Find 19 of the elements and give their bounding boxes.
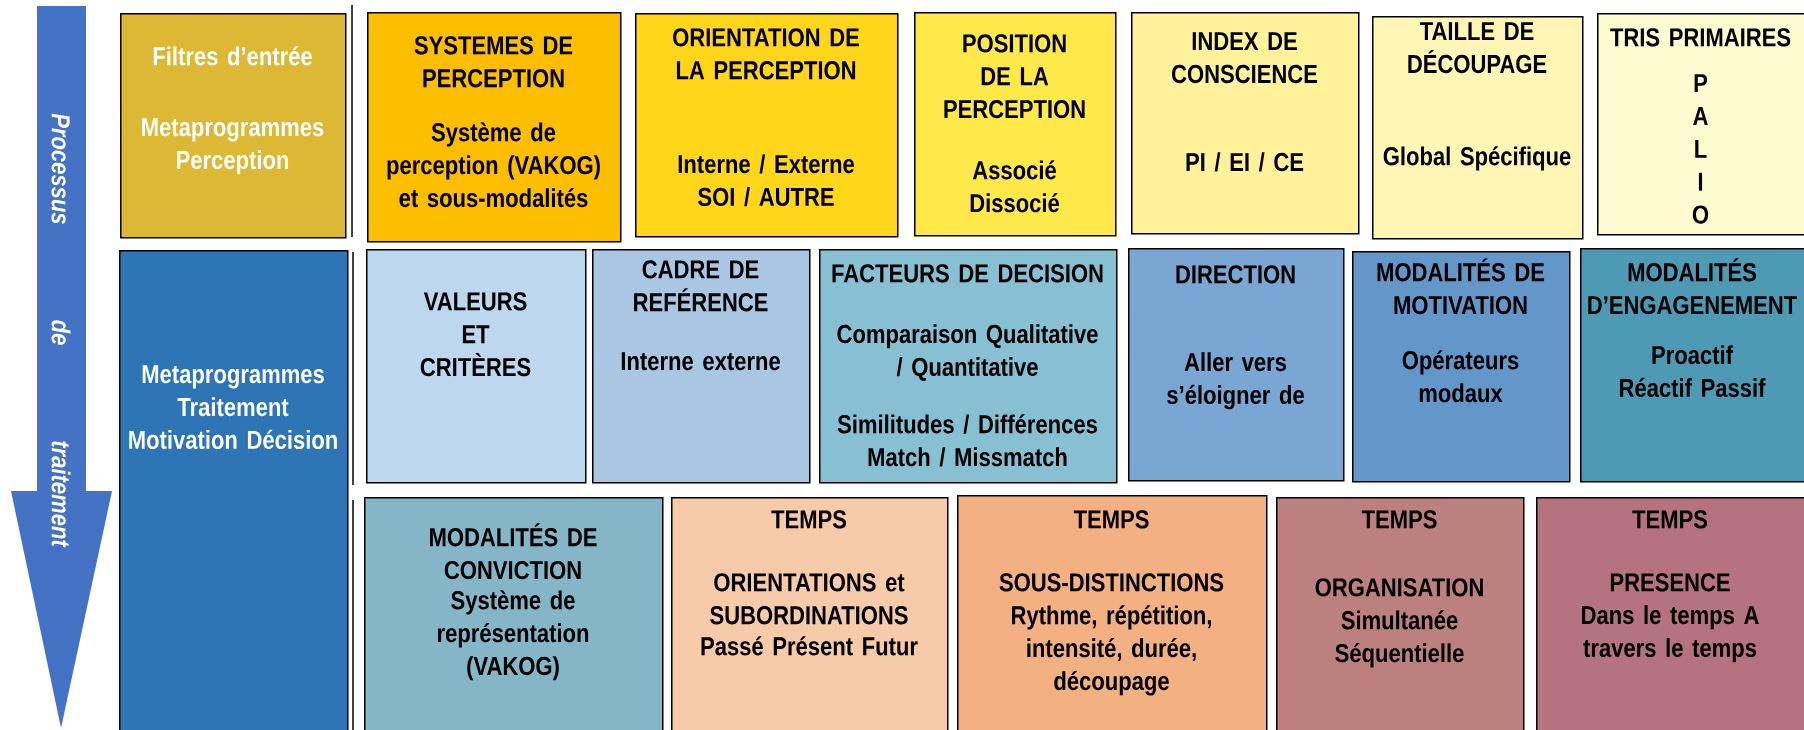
category-box: SYSTEMES DE PERCEPTION Système de perception (VAKOG) et sous-modalités [367,12,622,243]
category-box: Metaprogrammes Traitement Motivation Décision [119,250,349,730]
category-box: MODALITÉS DE MOTIVATION Opérateurs modaux [1352,251,1571,483]
category-box: MODALITÉS D’ENGAGENEMENT Proactif Réactif Passif [1580,248,1804,483]
category-box: TEMPS ORIENTATIONS et SUBORDINATIONS Passé Présent Futur [671,497,949,730]
category-box: CADRE DE REFÉRENCE Interne externe [592,249,811,484]
category-box: MODALITÉS DE CONVICTION Système de représentation (VAKOG) [364,497,664,730]
category-box: TEMPS PRESENCE Dans le temps A travers le temps [1536,497,1804,730]
category-box: VALEURS ET CRITÈRES [366,249,587,484]
category-box: ORIENTATION DE LA PERCEPTION Interne / Externe SOI / AUTRE [635,13,899,238]
category-box: POSITION DE LA PERCEPTION Associé Dissocié [914,12,1117,237]
category-box: Filtres d’entrée Metaprogrammes Perception [120,13,347,239]
category-box: TAILLE DE DÉCOUPAGE Global Spécifique [1372,16,1584,240]
category-box: TEMPS ORGANISATION Simultanée Séquentielle [1276,497,1525,730]
category-box: INDEX DE CONSCIENCE PI / EI / CE [1131,12,1360,235]
category-box: DIRECTION Aller vers s’éloigner de [1128,248,1345,482]
category-box: TEMPS SOUS-DISTINCTIONS Rythme, répétition, intensité, durée, découpage [957,495,1268,730]
category-box: FACTEURS DE DECISION Comparaison Qualitative / Quantitative Similitudes / Différences Match / Missmatch [819,249,1118,484]
category-box: TRIS PRIMAIRES P A L I O [1597,13,1804,236]
